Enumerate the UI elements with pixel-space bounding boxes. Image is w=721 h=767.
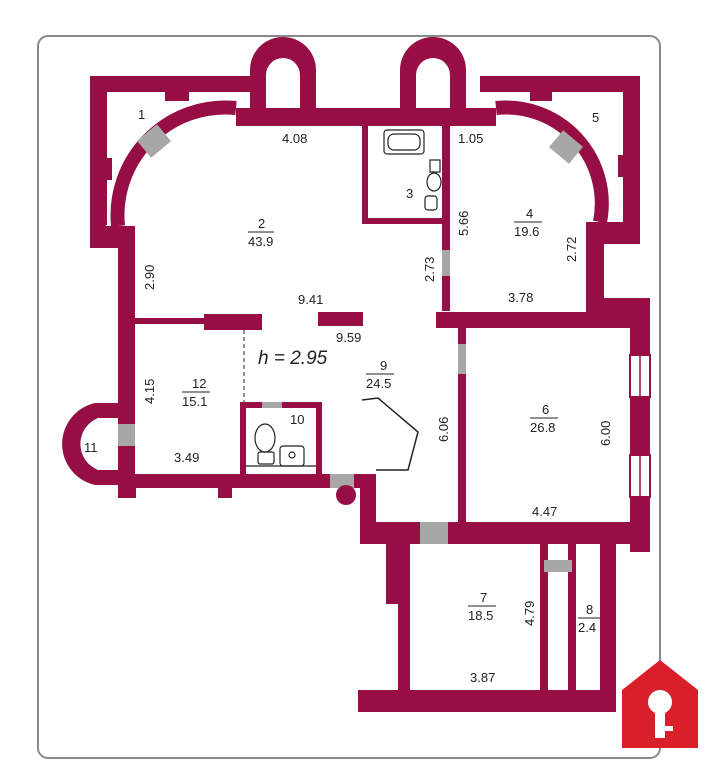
dim-3-78: 3.78 xyxy=(508,290,533,305)
room-8-area: 2.4 xyxy=(578,620,596,635)
dim-3-49: 3.49 xyxy=(174,450,199,465)
house-key-logo xyxy=(622,660,698,748)
room-6-area: 26.8 xyxy=(530,420,555,435)
room-2-number: 2 xyxy=(258,216,265,231)
room-9-number: 9 xyxy=(380,358,387,373)
room-8-number: 8 xyxy=(586,602,593,617)
column-dot xyxy=(336,485,356,505)
side-windows xyxy=(629,354,651,498)
dim-3-87: 3.87 xyxy=(470,670,495,685)
dim-6-06: 6.06 xyxy=(436,417,451,442)
dim-9-59: 9.59 xyxy=(336,330,361,345)
room-11-label: 11 xyxy=(84,440,98,455)
room-3-label: 3 xyxy=(406,186,413,201)
room-9-area: 24.5 xyxy=(366,376,391,391)
room-7-number: 7 xyxy=(480,590,487,605)
room-12-number: 12 xyxy=(192,376,206,391)
dim-2-72: 2.72 xyxy=(564,237,579,262)
dim-1-05: 1.05 xyxy=(458,131,483,146)
room-5-label: 5 xyxy=(592,110,599,125)
dim-9-41: 9.41 xyxy=(298,292,323,307)
dim-4-79: 4.79 xyxy=(522,601,537,626)
room-4-number: 4 xyxy=(526,206,533,221)
room-1-label: 1 xyxy=(138,107,145,122)
bath-fixtures xyxy=(383,129,442,211)
room-12-area: 15.1 xyxy=(182,394,207,409)
dim-4-08: 4.08 xyxy=(282,131,307,146)
room-2-area: 43.9 xyxy=(248,234,273,249)
wc-fixtures xyxy=(245,423,316,467)
ceiling-height-label: h = 2.95 xyxy=(258,348,328,369)
room-6-number: 6 xyxy=(542,402,549,417)
dim-4-47: 4.47 xyxy=(532,504,557,519)
room-4-area: 19.6 xyxy=(514,224,539,239)
dim-2-73: 2.73 xyxy=(422,257,437,282)
dim-4-15: 4.15 xyxy=(142,379,157,404)
room-10-label: 10 xyxy=(290,412,304,427)
dim-6-00: 6.00 xyxy=(598,421,613,446)
room-7-area: 18.5 xyxy=(468,608,493,623)
partition-curve xyxy=(361,397,419,471)
page-frame xyxy=(37,35,661,759)
dim-2-90: 2.90 xyxy=(142,265,157,290)
dim-5-66: 5.66 xyxy=(456,211,471,236)
doors xyxy=(118,124,584,572)
